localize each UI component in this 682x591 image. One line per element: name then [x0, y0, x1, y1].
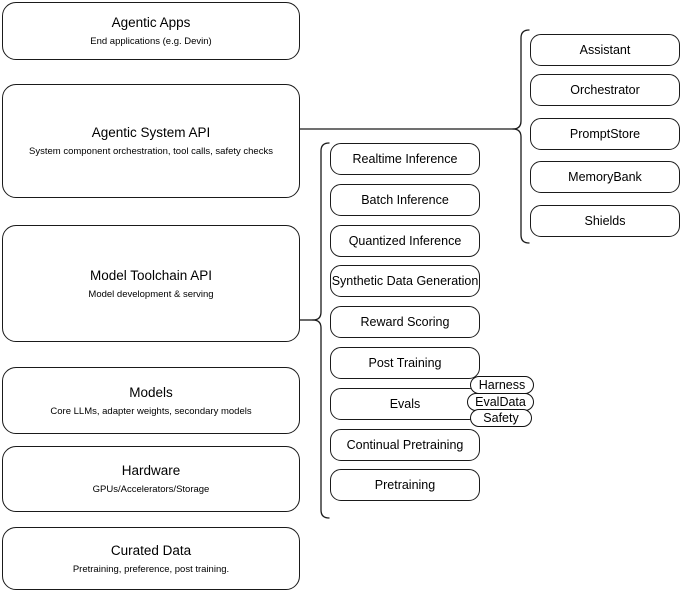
capability-box-pretraining[interactable]: Pretraining — [330, 469, 480, 501]
layer-title: Models — [129, 384, 173, 400]
eval-tag-harness[interactable]: Harness — [470, 376, 534, 394]
layer-title: Model Toolchain API — [89, 267, 213, 283]
capability-box-synthetic-data-generation[interactable]: Synthetic Data Generation — [330, 265, 480, 297]
layer-subtitle: End applications (e.g. Devin) — [90, 36, 212, 47]
eval-tag-safety[interactable]: Safety — [470, 409, 532, 427]
layer-box-agentic-apps[interactable]: Agentic Apps End applications (e.g. Devi… — [2, 2, 300, 60]
capability-box-batch-inference[interactable]: Batch Inference — [330, 184, 480, 216]
capability-box-evals[interactable]: Evals — [330, 388, 480, 420]
component-box-memorybank[interactable]: MemoryBank — [530, 161, 680, 193]
capability-box-quantized-inference[interactable]: Quantized Inference — [330, 225, 480, 257]
layer-title: Agentic System API — [91, 125, 211, 140]
layer-subtitle: Pretraining, preference, post training. — [72, 563, 230, 575]
component-box-orchestrator[interactable]: Orchestrator — [530, 74, 680, 106]
layer-subtitle: Core LLMs, adapter weights, secondary mo… — [50, 405, 252, 417]
component-box-promptstore[interactable]: PromptStore — [530, 118, 680, 150]
component-box-shields[interactable]: Shields — [530, 205, 680, 237]
layer-subtitle: System component orchestration, tool cal… — [29, 146, 273, 157]
layer-title: Curated Data — [110, 542, 192, 558]
capability-box-post-training[interactable]: Post Training — [330, 347, 480, 379]
layer-box-curated-data[interactable]: Curated Data Pretraining, preference, po… — [2, 527, 300, 590]
layer-box-model-toolchain-api[interactable]: Model Toolchain API Model development & … — [2, 225, 300, 342]
capability-box-realtime-inference[interactable]: Realtime Inference — [330, 143, 480, 175]
capability-box-continual-pretraining[interactable]: Continual Pretraining — [330, 429, 480, 461]
layer-subtitle: Model development & serving — [88, 288, 214, 300]
layer-box-models[interactable]: Models Core LLMs, adapter weights, secon… — [2, 367, 300, 434]
layer-box-hardware[interactable]: Hardware GPUs/Accelerators/Storage — [2, 446, 300, 512]
layer-title: Agentic Apps — [111, 15, 191, 30]
capability-box-reward-scoring[interactable]: Reward Scoring — [330, 306, 480, 338]
component-box-assistant[interactable]: Assistant — [530, 34, 680, 66]
layer-box-agentic-system-api[interactable]: Agentic System API System component orch… — [2, 84, 300, 198]
layer-subtitle: GPUs/Accelerators/Storage — [92, 484, 210, 495]
layer-title: Hardware — [121, 463, 181, 478]
